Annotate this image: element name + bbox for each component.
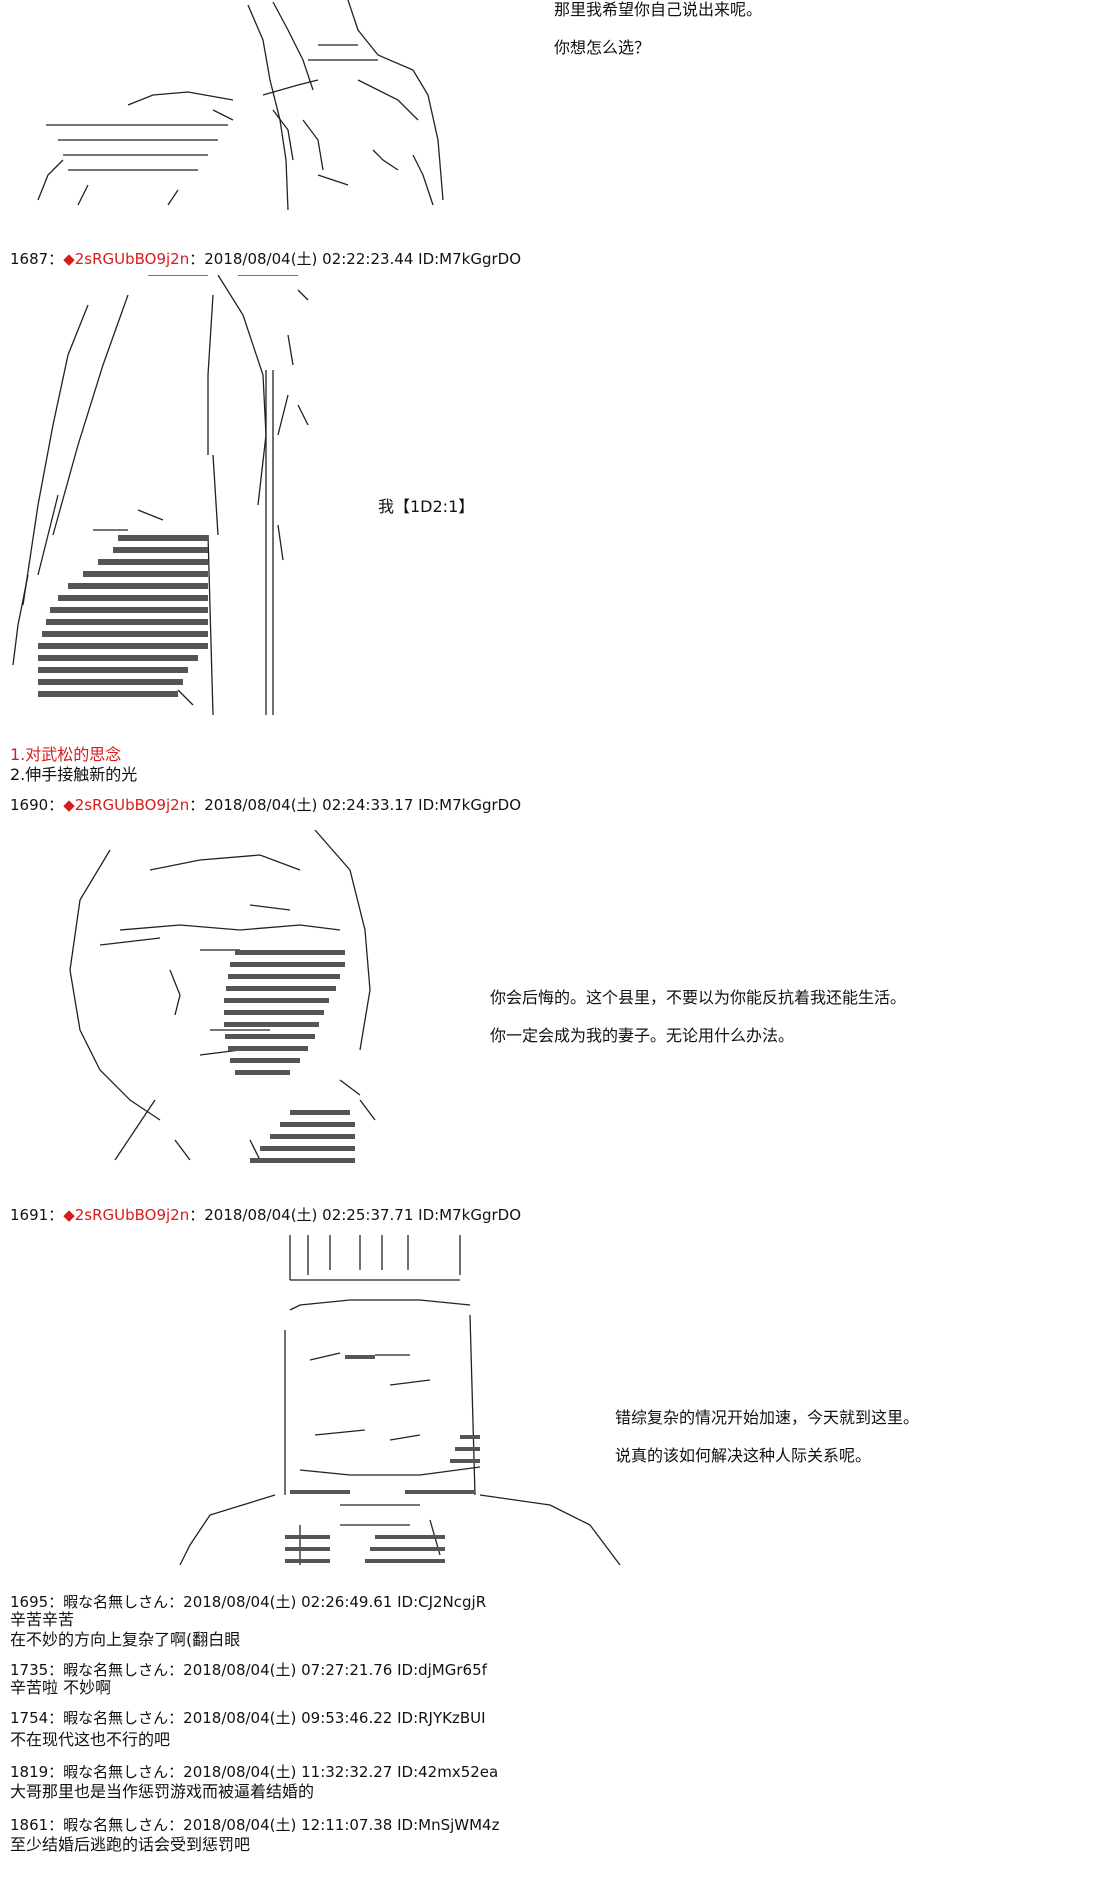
reply-body-line: 辛苦啦 不妙啊 [10, 1678, 112, 1697]
post-meta: ：2018/08/04(土) 02:25:37.71 ID:M7kGgrDO [189, 1206, 522, 1224]
post-header-1687: 1687：◆2sRGUbBO9j2n：2018/08/04(土) 02:22:2… [10, 249, 521, 269]
reply-body-line: 不在现代这也不行的吧 [10, 1730, 171, 1749]
post-header-1690: 1690：◆2sRGUbBO9j2n：2018/08/04(土) 02:24:3… [10, 795, 521, 815]
reply-header-1754: 1754：暇な名無しさん：2018/08/04(土) 09:53:46.22 I… [10, 1709, 486, 1727]
post1691-line-1: 错综复杂的情况开始加速，今天就到这里。 [615, 1408, 920, 1427]
post-header-1691: 1691：◆2sRGUbBO9j2n：2018/08/04(土) 02:25:3… [10, 1205, 521, 1225]
post1690-line-1: 你会后悔的。这个县里，不要以为你能反抗着我还能生活。 [490, 988, 907, 1007]
post-number: 1690： [10, 796, 64, 814]
post1690-line-2: 你一定会成为我的妻子。无论用什么办法。 [490, 1026, 795, 1045]
author-trip[interactable]: ◆2sRGUbBO9j2n [63, 250, 190, 268]
post1687-option-2: 2.伸手接触新的光 [10, 765, 138, 784]
reply-body-line: 大哥那里也是当作惩罚游戏而被逼着结婚的 [10, 1782, 315, 1801]
ascii-art-scene-1 [18, 0, 448, 215]
reply-body-line: 至少结婚后逃跑的话会受到惩罚吧 [10, 1835, 251, 1854]
post1687-speech: 我【1D2:1】 [378, 497, 475, 516]
post-meta: ：2018/08/04(土) 02:22:23.44 ID:M7kGgrDO [189, 250, 522, 268]
reply-header-1695: 1695：暇な名無しさん：2018/08/04(土) 02:26:49.61 I… [10, 1593, 487, 1611]
art1-line-1: 那里我希望你自己说出来呢。 [554, 0, 763, 19]
reply-header-1735: 1735：暇な名無しさん：2018/08/04(土) 07:27:21.76 I… [10, 1661, 487, 1679]
reply-header-1819: 1819：暇な名無しさん：2018/08/04(土) 11:32:32.27 I… [10, 1763, 499, 1781]
post1687-option-1: 1.对武松的思念 [10, 745, 122, 764]
ascii-art-scene-2 [8, 275, 338, 725]
post-number: 1687： [10, 250, 64, 268]
post1691-line-2: 说真的该如何解决这种人际关系呢。 [615, 1446, 872, 1465]
reply-body-line: 辛苦辛苦 [10, 1610, 75, 1629]
post-meta: ：2018/08/04(土) 02:24:33.17 ID:M7kGgrDO [189, 796, 522, 814]
reply-header-1861: 1861：暇な名無しさん：2018/08/04(土) 12:11:07.38 I… [10, 1816, 500, 1834]
art1-line-2: 你想怎么选？ [554, 38, 651, 57]
reply-body-line: 在不妙的方向上复杂了啊(翻白眼 [10, 1630, 241, 1649]
author-trip[interactable]: ◆2sRGUbBO9j2n [63, 796, 190, 814]
author-trip[interactable]: ◆2sRGUbBO9j2n [63, 1206, 190, 1224]
ascii-art-figure-4 [150, 1235, 670, 1565]
ascii-art-face-3 [60, 830, 420, 1190]
post-number: 1691： [10, 1206, 64, 1224]
